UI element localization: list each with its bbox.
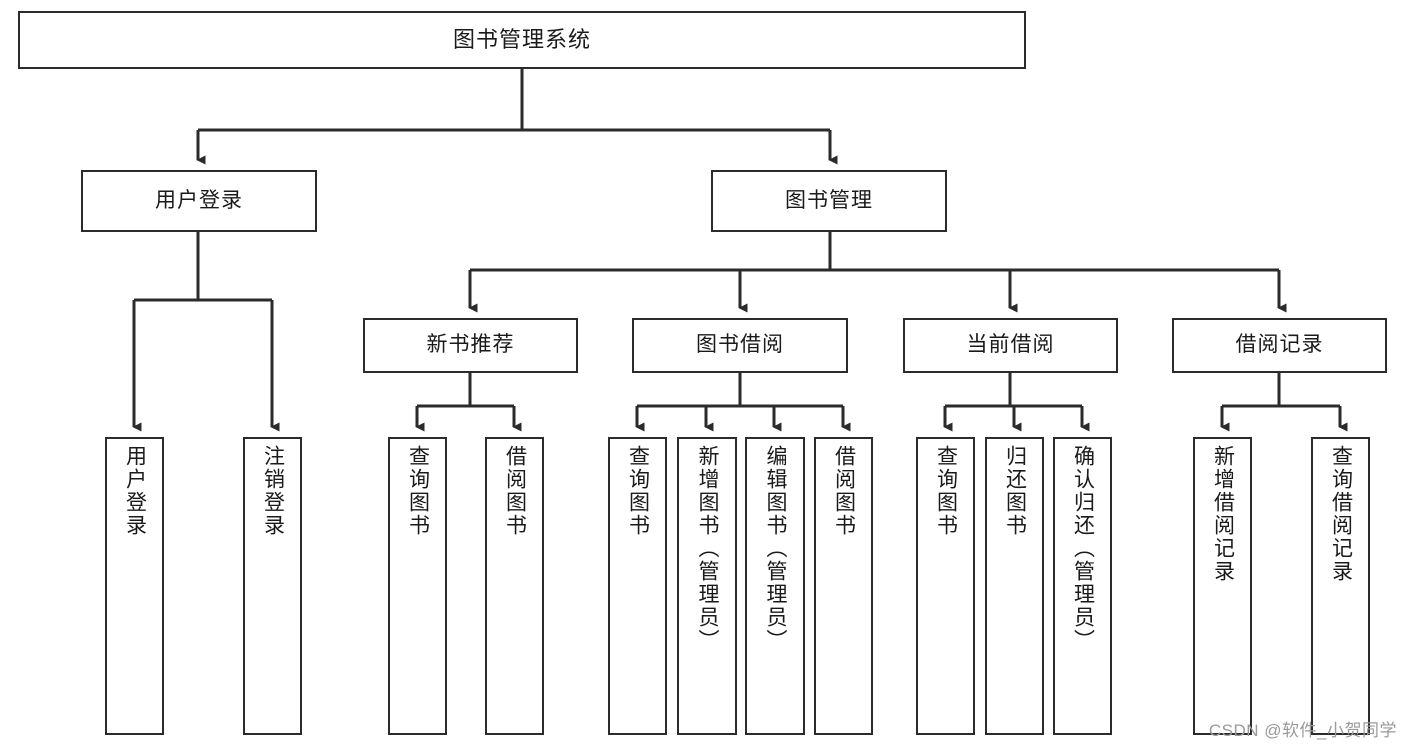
node-label: 借阅记录	[1235, 333, 1324, 357]
leaf-current-borrow-0[interactable]: 查询图书	[916, 437, 975, 735]
node-label: 归还图书	[1003, 445, 1027, 537]
leaf-user-login-1[interactable]: 注销登录	[243, 437, 302, 735]
leaf-current-borrow-1[interactable]: 归还图书	[985, 437, 1044, 735]
node-label: 确认归还（管理员）	[1071, 445, 1095, 652]
leaf-book-borrow-0[interactable]: 查询图书	[608, 437, 667, 735]
node-label: 注销登录	[261, 445, 285, 537]
node-new-book-recommend[interactable]: 新书推荐	[363, 318, 578, 373]
leaf-borrow-record-0[interactable]: 新增借阅记录	[1193, 437, 1252, 735]
node-label: 用户登录	[123, 445, 147, 537]
leaf-user-login-0[interactable]: 用户登录	[105, 437, 164, 735]
node-label: 借阅图书	[832, 445, 856, 537]
node-label: 查询图书	[406, 445, 430, 537]
leaf-borrow-record-1[interactable]: 查询借阅记录	[1311, 437, 1370, 735]
node-label: 新增借阅记录	[1211, 445, 1235, 583]
node-label: 当前借阅	[966, 333, 1055, 357]
leaf-book-borrow-3[interactable]: 借阅图书	[814, 437, 873, 735]
node-label: 用户登录	[155, 188, 243, 212]
leaf-current-borrow-2[interactable]: 确认归还（管理员）	[1053, 437, 1112, 735]
node-label: 查询图书	[626, 445, 650, 537]
node-label: 图书管理系统	[452, 27, 591, 53]
leaf-book-borrow-1[interactable]: 新增图书（管理员）	[677, 437, 737, 735]
node-label: 查询图书	[934, 445, 958, 537]
node-label: 图书借阅	[696, 333, 784, 357]
node-current-borrow[interactable]: 当前借阅	[903, 318, 1118, 373]
node-label: 图书管理	[785, 188, 873, 212]
leaf-new-book-recommend-1[interactable]: 借阅图书	[485, 437, 544, 735]
leaf-book-borrow-2[interactable]: 编辑图书（管理员）	[745, 437, 805, 735]
node-root-book-management-system[interactable]: 图书管理系统	[18, 11, 1026, 69]
leaf-new-book-recommend-0[interactable]: 查询图书	[388, 437, 447, 735]
watermark-text: CSDN @软件_小贺同学	[1208, 721, 1397, 740]
node-label: 新书推荐	[426, 333, 515, 357]
node-label: 新增图书（管理员）	[696, 445, 720, 652]
node-label: 借阅图书	[503, 445, 527, 537]
node-label: 查询借阅记录	[1329, 445, 1353, 583]
node-book-borrow[interactable]: 图书借阅	[632, 318, 848, 373]
node-borrow-record[interactable]: 借阅记录	[1172, 318, 1387, 373]
node-user-login[interactable]: 用户登录	[81, 170, 317, 232]
node-book-management[interactable]: 图书管理	[711, 170, 947, 232]
node-label: 编辑图书（管理员）	[764, 445, 788, 652]
